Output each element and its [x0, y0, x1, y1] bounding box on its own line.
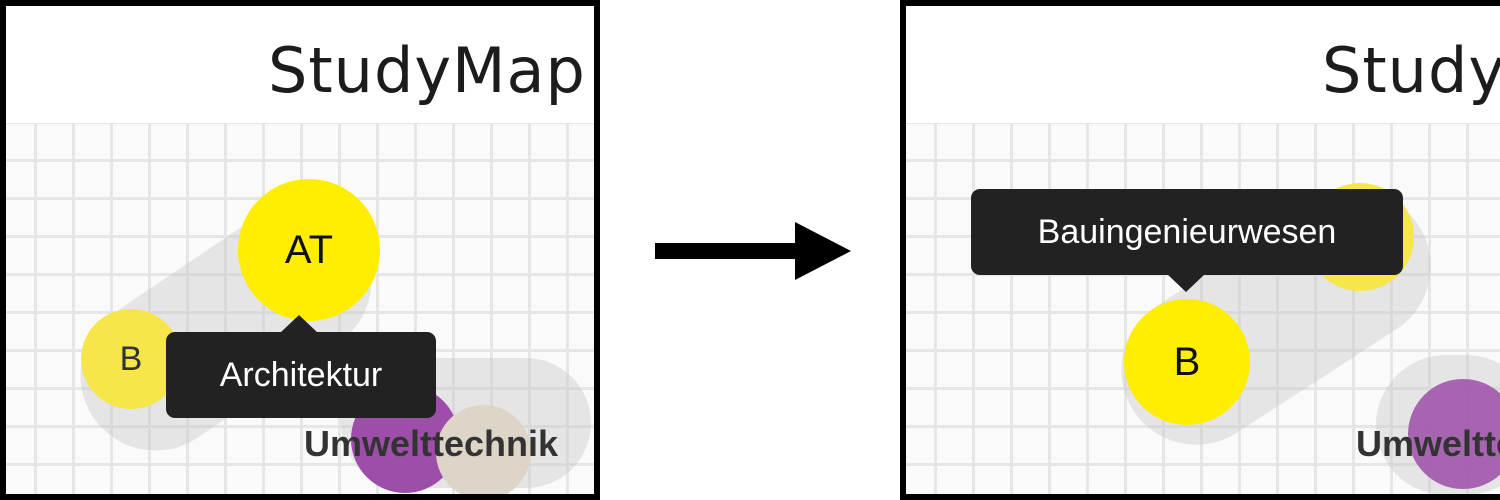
map-node-b[interactable]: B — [81, 309, 181, 409]
node-label: Umwelttechnik — [304, 423, 559, 464]
tooltip-arrow — [280, 315, 318, 333]
screenshot-before: StudyMap B AT Umwelttechnik Architektur — [0, 0, 600, 500]
screenshot-after: StudyMap B Umwelttechnik Bauingenieurwes… — [900, 0, 1500, 500]
map-canvas[interactable]: B AT Umwelttechnik Architektur — [6, 123, 594, 494]
node-tooltip: Bauingenieurwesen — [971, 189, 1403, 292]
tooltip-arrow — [1167, 274, 1205, 292]
tooltip-text: Architektur — [219, 355, 383, 394]
node-label: Umwelttechnik — [1356, 423, 1500, 464]
tooltip-text: Bauingenieurwesen — [1037, 212, 1337, 251]
transition-arrow-icon — [655, 222, 851, 280]
map-node-at[interactable]: AT — [238, 179, 380, 321]
app-title: StudyMap — [268, 34, 586, 107]
map-node-secondary[interactable] — [436, 405, 531, 494]
app-title: StudyMap — [1322, 34, 1500, 107]
map-node-umwelttechnik[interactable] — [1408, 379, 1500, 489]
map-canvas[interactable]: B Umwelttechnik Bauingenieurwesen — [906, 123, 1500, 494]
map-node-b[interactable]: B — [1124, 299, 1250, 425]
node-tooltip: Architektur — [166, 315, 436, 418]
